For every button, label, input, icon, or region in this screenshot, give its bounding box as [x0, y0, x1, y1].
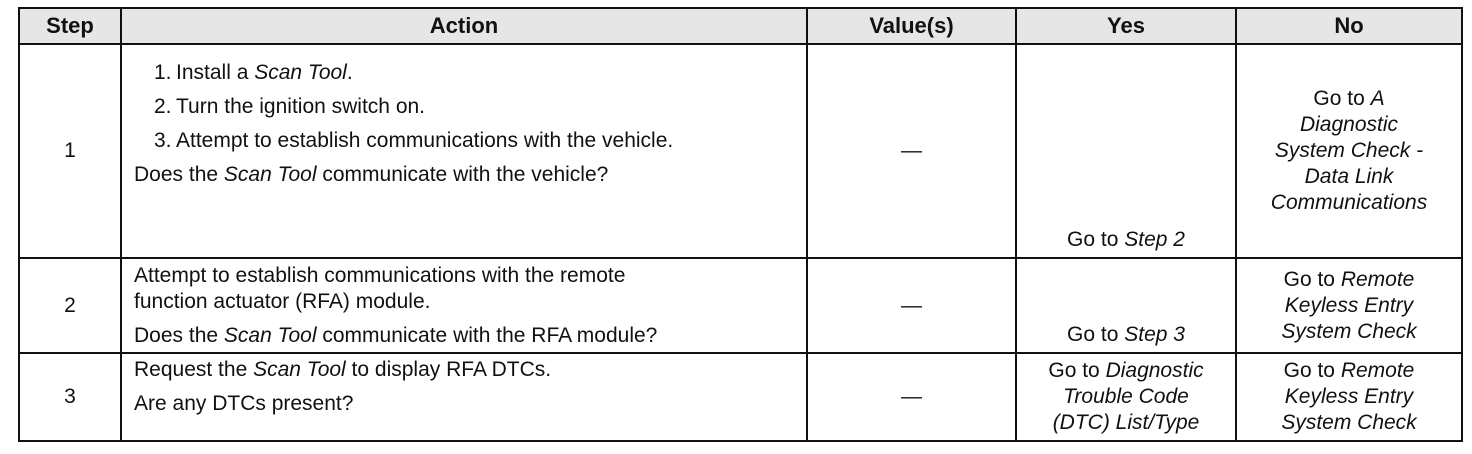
- yes-cell: Go to Diagnostic Trouble Code (DTC) List…: [1015, 352, 1237, 442]
- header-no: No: [1235, 7, 1463, 45]
- substep: 2.Turn the ignition switch on.: [154, 95, 426, 118]
- value-cell: —: [806, 43, 1017, 259]
- value-cell: —: [806, 352, 1017, 442]
- step-number: 3: [18, 352, 122, 442]
- header-row: Step Action Value(s) Yes No: [18, 7, 1463, 45]
- no-cell: Go to A Diagnostic System Check - Data L…: [1235, 43, 1463, 259]
- action-question: Does the Scan Tool communicate with the …: [134, 163, 609, 186]
- header-step: Step: [18, 7, 122, 45]
- substep: 1.Install a Scan Tool.: [154, 61, 353, 84]
- header-action: Action: [120, 7, 808, 45]
- action-cell: Attempt to establish communications with…: [120, 257, 808, 354]
- substep-list: 1.Install a Scan Tool. 2.Turn the igniti…: [134, 60, 798, 154]
- action-question: Does the Scan Tool communicate with the …: [134, 323, 658, 347]
- step-number: 1: [18, 43, 122, 259]
- table-row: 3 Request the Scan Tool to display RFA D…: [18, 352, 1463, 442]
- action-question: Are any DTCs present?: [134, 392, 354, 415]
- value-cell: —: [806, 257, 1017, 354]
- table-row: 1 1.Install a Scan Tool. 2.Turn the igni…: [18, 43, 1463, 259]
- yes-cell: Go to Step 2: [1015, 43, 1237, 259]
- yes-cell: Go to Step 3: [1015, 257, 1237, 354]
- no-cell: Go to Remote Keyless Entry System Check: [1235, 257, 1463, 354]
- action-cell: 1.Install a Scan Tool. 2.Turn the igniti…: [120, 43, 808, 259]
- table-row: 2 Attempt to establish communications wi…: [18, 257, 1463, 354]
- no-cell: Go to Remote Keyless Entry System Check: [1235, 352, 1463, 442]
- header-values: Value(s): [806, 7, 1017, 45]
- header-yes: Yes: [1015, 7, 1237, 45]
- step-number: 2: [18, 257, 122, 354]
- substep: 3.Attempt to establish communications wi…: [154, 129, 674, 152]
- diagnostic-table: Step Action Value(s) Yes No 1 1.Install …: [18, 7, 1463, 442]
- action-cell: Request the Scan Tool to display RFA DTC…: [120, 352, 808, 442]
